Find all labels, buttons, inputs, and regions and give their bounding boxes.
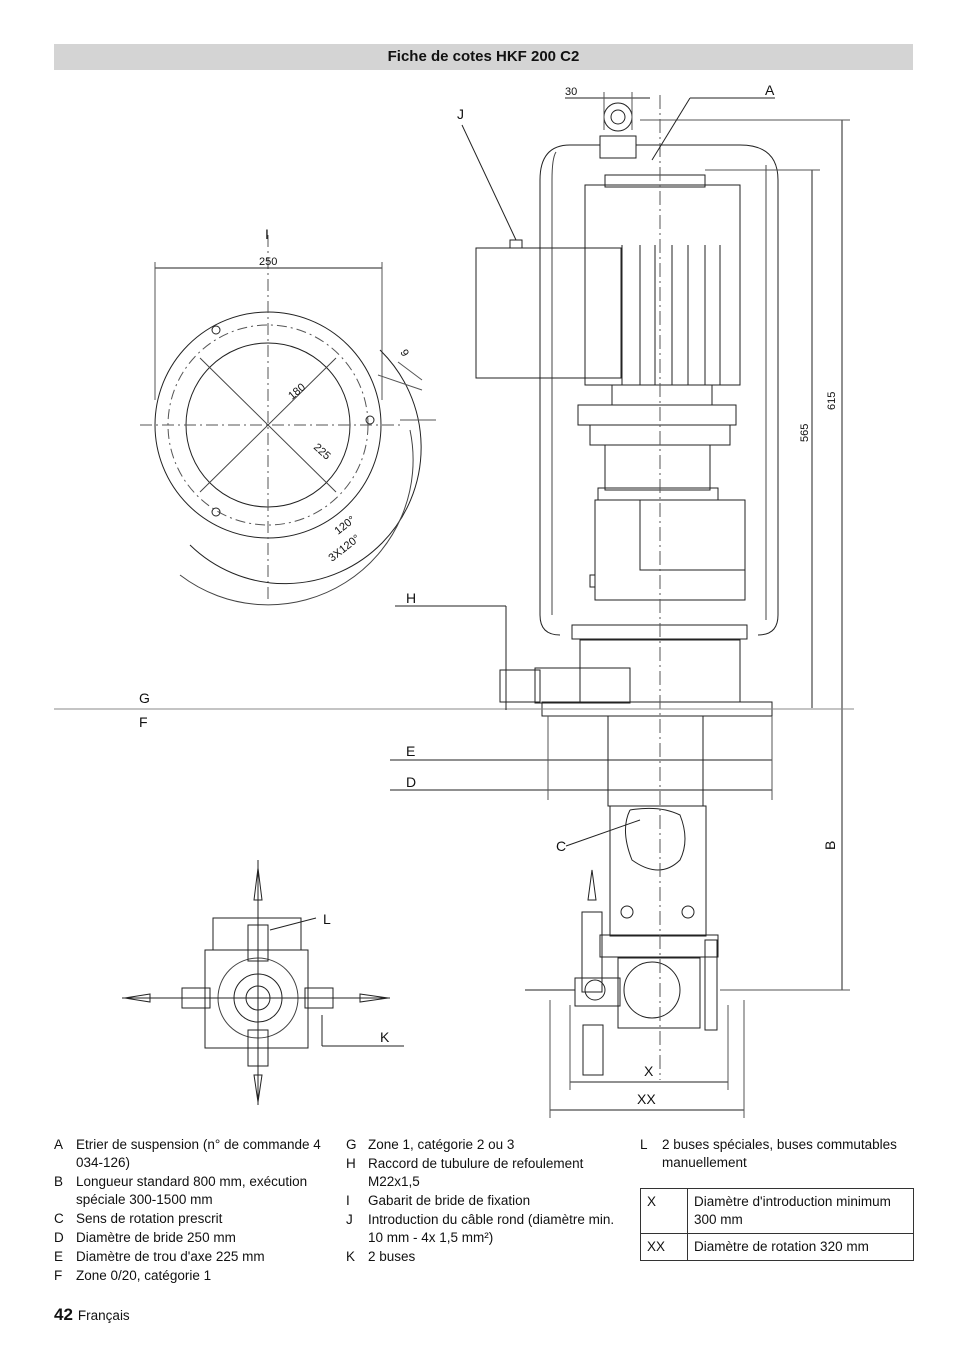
pump-elevation-view	[54, 92, 854, 1118]
spec-value: Diamètre d'introduction minimum 300 mm	[687, 1188, 914, 1234]
label-F: F	[139, 714, 148, 730]
language-label: Français	[77, 1308, 130, 1323]
page-number: 42	[54, 1305, 73, 1324]
table-row: X Diamètre d'introduction minimum 300 mm	[640, 1188, 914, 1234]
dim-3x120: 3X120°	[326, 533, 362, 565]
page-title: Fiche de cotes HKF 200 C2	[54, 44, 913, 70]
dim-225: 225	[311, 441, 333, 462]
table-row: XX Diamètre de rotation 320 mm	[640, 1233, 914, 1261]
label-B: B	[822, 841, 838, 850]
label-G: G	[139, 690, 150, 706]
dim-30: 30	[565, 86, 577, 98]
label-X: X	[644, 1063, 654, 1079]
label-C: C	[556, 838, 566, 854]
label-E: E	[406, 743, 415, 759]
label-D: D	[406, 774, 416, 790]
page-footer: 42 Français	[54, 1305, 130, 1325]
label-I: I	[265, 226, 269, 242]
spec-key: X	[640, 1188, 688, 1234]
flange-template-view	[140, 235, 436, 606]
dim-565: 565	[799, 424, 811, 442]
dim-615: 615	[826, 392, 838, 410]
label-K: K	[380, 1029, 390, 1045]
dim-9: 9	[397, 348, 410, 359]
spec-table: X Diamètre d'introduction minimum 300 mm…	[640, 1188, 914, 1261]
label-J: J	[457, 106, 464, 122]
label-H: H	[406, 590, 416, 606]
spec-value: Diamètre de rotation 320 mm	[687, 1233, 914, 1261]
spec-key: XX	[640, 1233, 688, 1261]
dim-180: 180	[286, 381, 308, 402]
label-L: L	[323, 911, 331, 927]
label-XX: XX	[637, 1091, 656, 1107]
dim-250: 250	[259, 256, 277, 268]
nozzle-view	[122, 860, 404, 1105]
label-A: A	[765, 82, 775, 98]
